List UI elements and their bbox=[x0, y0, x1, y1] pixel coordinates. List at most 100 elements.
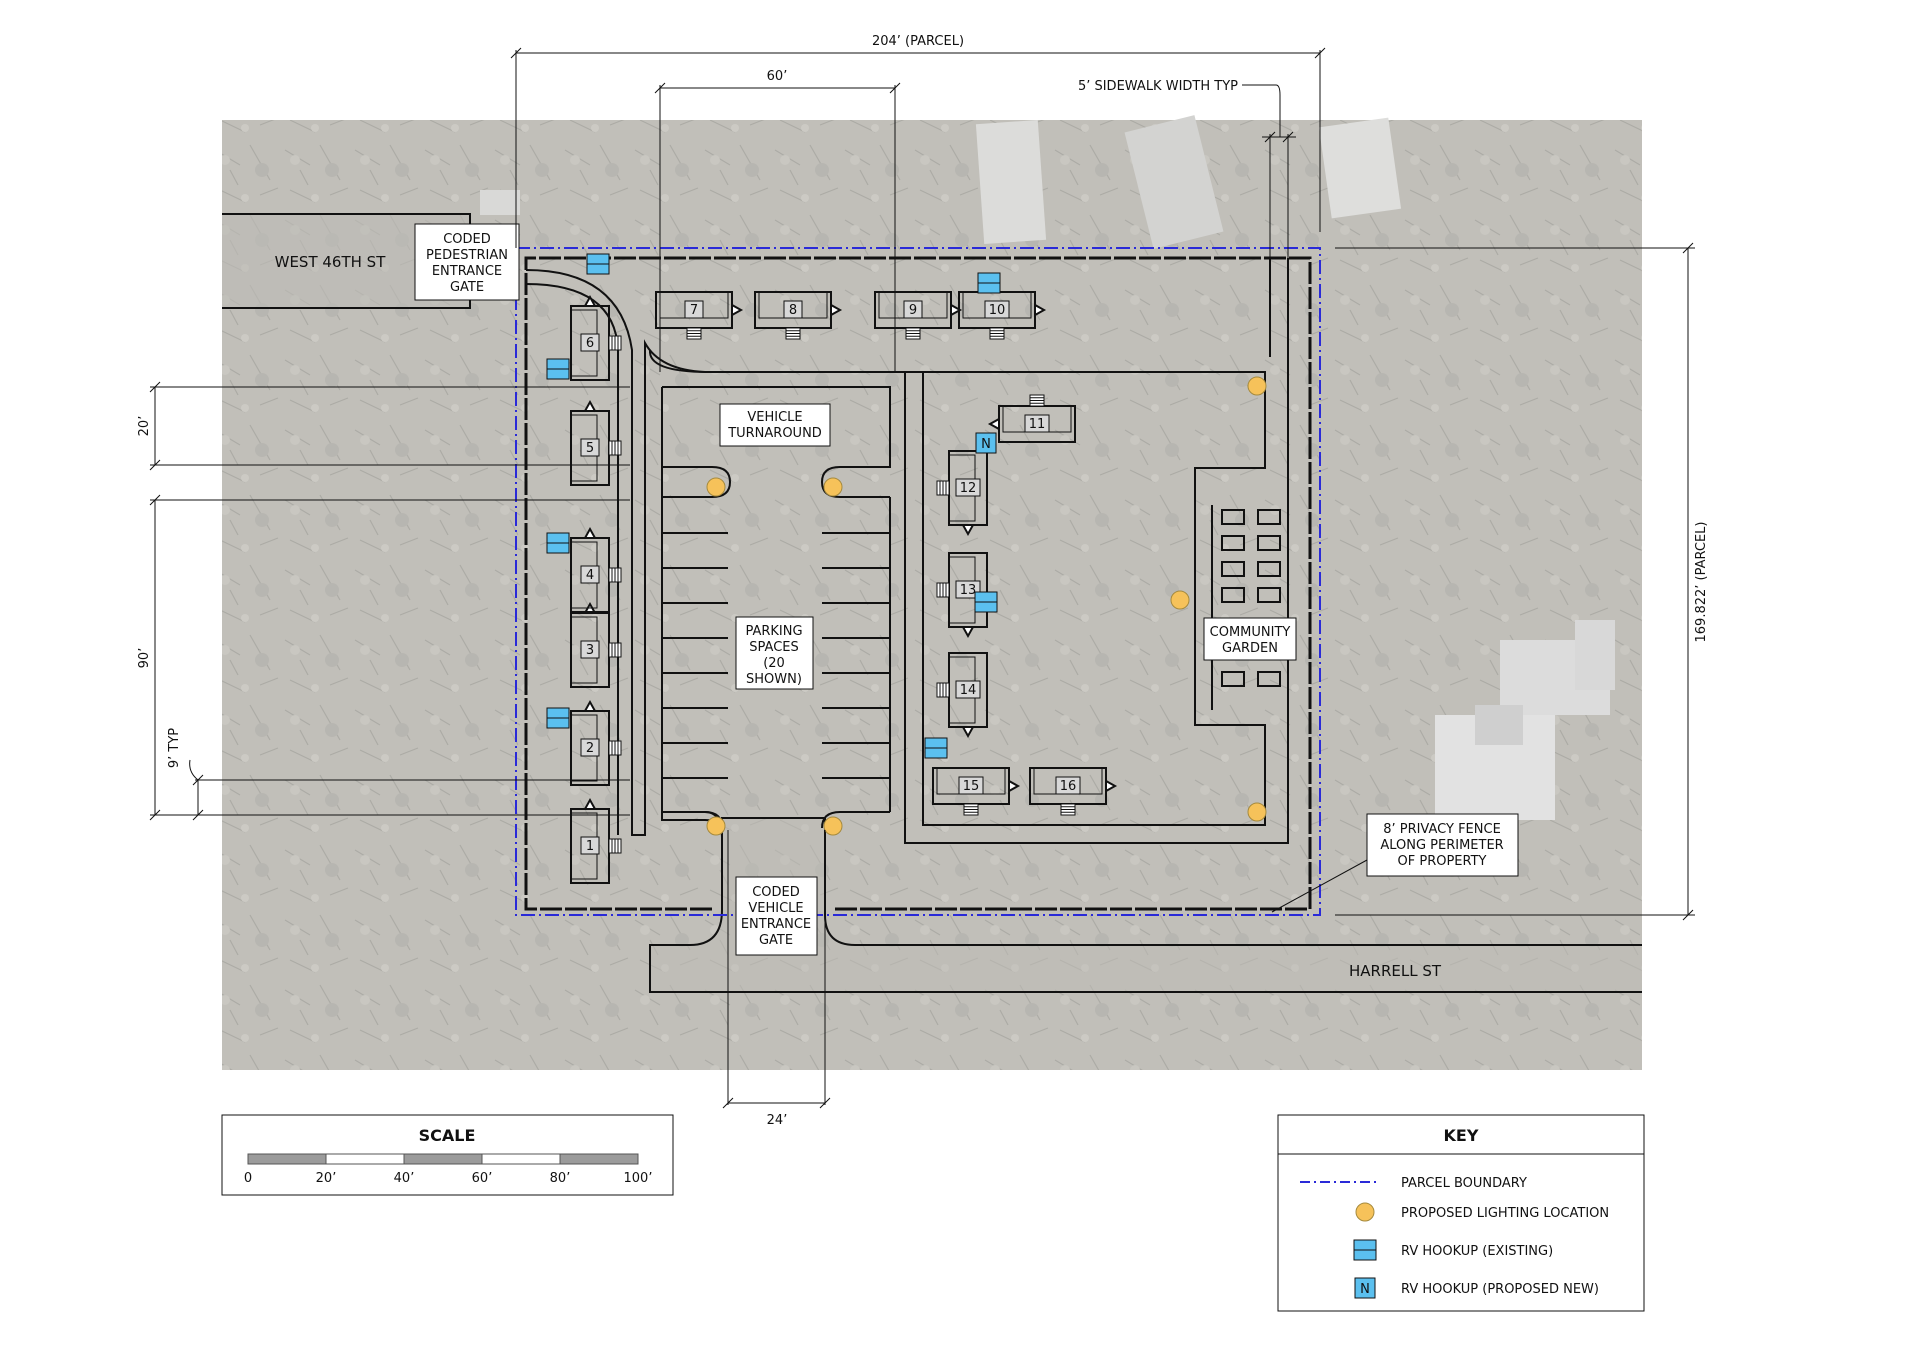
privacy-fence bbox=[524, 256, 1312, 911]
hitch-icon bbox=[1008, 779, 1021, 793]
garden-line-2: GARDEN bbox=[1222, 641, 1278, 656]
vehicle-gate-callout bbox=[735, 876, 818, 956]
rv-site-number: 4 bbox=[586, 568, 594, 583]
vehicle-gate-line-1: CODED bbox=[752, 885, 800, 900]
scale-label-0: 0 bbox=[244, 1171, 252, 1186]
key-title: KEY bbox=[1444, 1126, 1479, 1145]
fence-leader bbox=[1271, 859, 1368, 913]
west-46th-street-label: WEST 46TH ST bbox=[275, 253, 387, 271]
rv-site: 16 bbox=[1029, 767, 1118, 816]
gate-24-dimension: 24’ bbox=[767, 1113, 788, 1128]
turnaround-callout bbox=[719, 403, 831, 447]
turnaround-line-1: VEHICLE bbox=[747, 410, 802, 425]
key-item-hookup-proposed: RV HOOKUP (PROPOSED NEW) bbox=[1401, 1282, 1599, 1297]
rv-site-number: 8 bbox=[789, 303, 797, 318]
rv-site: 8 bbox=[754, 291, 843, 340]
rv-site: 5 bbox=[570, 399, 622, 486]
key-item-hookup-existing: RV HOOKUP (EXISTING) bbox=[1401, 1244, 1553, 1259]
rv-site-number: 3 bbox=[586, 643, 594, 658]
hitch-icon bbox=[583, 797, 597, 810]
scale-label-20: 20’ bbox=[316, 1171, 337, 1186]
spacing-60-dimension: 60’ bbox=[767, 69, 788, 84]
parking-stripes bbox=[662, 532, 890, 779]
lighting-swatch bbox=[1355, 1202, 1375, 1222]
garden-line-1: COMMUNITY bbox=[1210, 625, 1291, 640]
parking-line-3: (20 bbox=[763, 656, 785, 671]
parcel-width-dimension: 204’ (PARCEL) bbox=[872, 34, 964, 49]
vehicle-gate-line-4: GATE bbox=[759, 933, 793, 948]
sidewalk-width-dimension: 5’ SIDEWALK WIDTH TYP bbox=[1078, 79, 1238, 94]
scale-label-100: 100’ bbox=[624, 1171, 653, 1186]
key-box: KEY N PARCEL BOUNDARY PROPOSED LIGHTING … bbox=[1277, 1114, 1645, 1312]
lighting-locations bbox=[706, 376, 1267, 836]
rv-site-number: 12 bbox=[960, 481, 977, 496]
hitch-icon bbox=[583, 399, 597, 412]
scale-label-60: 60’ bbox=[472, 1171, 493, 1186]
hookup-existing-swatch bbox=[1353, 1239, 1377, 1261]
hitch-icon bbox=[1105, 779, 1118, 793]
rv-site-number: 13 bbox=[960, 583, 977, 598]
rv-site: 12 bbox=[936, 450, 988, 537]
pedestrian-gate-callout bbox=[414, 223, 520, 301]
rv-site: 11 bbox=[987, 394, 1076, 443]
vehicle-gate-line-2: VEHICLE bbox=[748, 901, 803, 916]
parcel-boundary bbox=[515, 247, 1321, 916]
spacing-20-dimension: 20’ bbox=[137, 416, 152, 437]
hitch-icon bbox=[961, 626, 975, 639]
rv-site: 9 bbox=[874, 291, 963, 340]
ped-gate-line-1: CODED bbox=[443, 232, 491, 247]
rv-site-number: 11 bbox=[1029, 417, 1046, 432]
fence-callout bbox=[1366, 813, 1519, 877]
rv-site: 4 bbox=[570, 526, 622, 613]
rv-site-number: 16 bbox=[1060, 779, 1077, 794]
hookup-proposed: N bbox=[975, 432, 997, 454]
turnaround-line-2: TURNAROUND bbox=[727, 426, 822, 441]
hitch-icon bbox=[950, 303, 963, 317]
ped-gate-line-2: PEDESTRIAN bbox=[426, 248, 508, 263]
hitch-icon bbox=[961, 524, 975, 537]
scale-box: SCALE 0 20’ 40’ 60’ 80’ 100’ bbox=[221, 1114, 674, 1196]
scale-title: SCALE bbox=[419, 1126, 476, 1145]
scale-label-40: 40’ bbox=[394, 1171, 415, 1186]
parking-line-4: SHOWN) bbox=[746, 672, 802, 687]
streets bbox=[222, 213, 1642, 993]
fence-line-3: OF PROPERTY bbox=[1398, 854, 1487, 869]
rv-site-number: 2 bbox=[586, 741, 594, 756]
spacing-9-dimension: 9’ TYP bbox=[167, 728, 182, 768]
ped-gate-line-4: GATE bbox=[450, 280, 484, 295]
key-proposed-marker: N bbox=[1360, 1282, 1370, 1297]
rv-site: 15 bbox=[932, 767, 1021, 816]
rv-site-number: 5 bbox=[586, 441, 594, 456]
spacing-90-dimension: 90’ bbox=[137, 648, 152, 669]
rv-site: 13 bbox=[936, 552, 988, 639]
fence-line-1: 8’ PRIVACY FENCE bbox=[1383, 822, 1501, 837]
parcel-depth-dimension: 169.822’ (PARCEL) bbox=[1694, 522, 1709, 643]
scale-label-80: 80’ bbox=[550, 1171, 571, 1186]
rv-site-number: 14 bbox=[960, 683, 977, 698]
hitch-icon bbox=[583, 526, 597, 539]
parking-line-2: SPACES bbox=[749, 640, 798, 655]
vehicle-gate-line-3: ENTRANCE bbox=[741, 917, 811, 932]
rv-site-number: 10 bbox=[989, 303, 1006, 318]
ped-gate-line-3: ENTRANCE bbox=[432, 264, 502, 279]
rv-site: 14 bbox=[936, 652, 988, 739]
hitch-icon bbox=[830, 303, 843, 317]
proposed-hookup-label: N bbox=[981, 437, 991, 452]
hitch-icon bbox=[987, 417, 1000, 431]
harrell-street-label: HARRELL ST bbox=[1349, 962, 1442, 980]
rv-site: 6 bbox=[570, 294, 622, 381]
dimension-lines bbox=[149, 47, 1695, 1109]
garden-beds bbox=[1221, 509, 1281, 687]
parking-line-1: PARKING bbox=[745, 624, 802, 639]
garden-callout bbox=[1203, 617, 1297, 661]
fence-line-2: ALONG PERIMETER bbox=[1380, 838, 1503, 853]
hitch-icon bbox=[961, 726, 975, 739]
key-item-lighting: PROPOSED LIGHTING LOCATION bbox=[1401, 1206, 1609, 1221]
hookups-existing bbox=[546, 253, 1001, 759]
key-item-parcel-boundary: PARCEL BOUNDARY bbox=[1401, 1176, 1527, 1191]
rv-site: 10 bbox=[958, 291, 1047, 340]
rv-site-number: 15 bbox=[963, 779, 980, 794]
parking-callout bbox=[735, 616, 814, 690]
